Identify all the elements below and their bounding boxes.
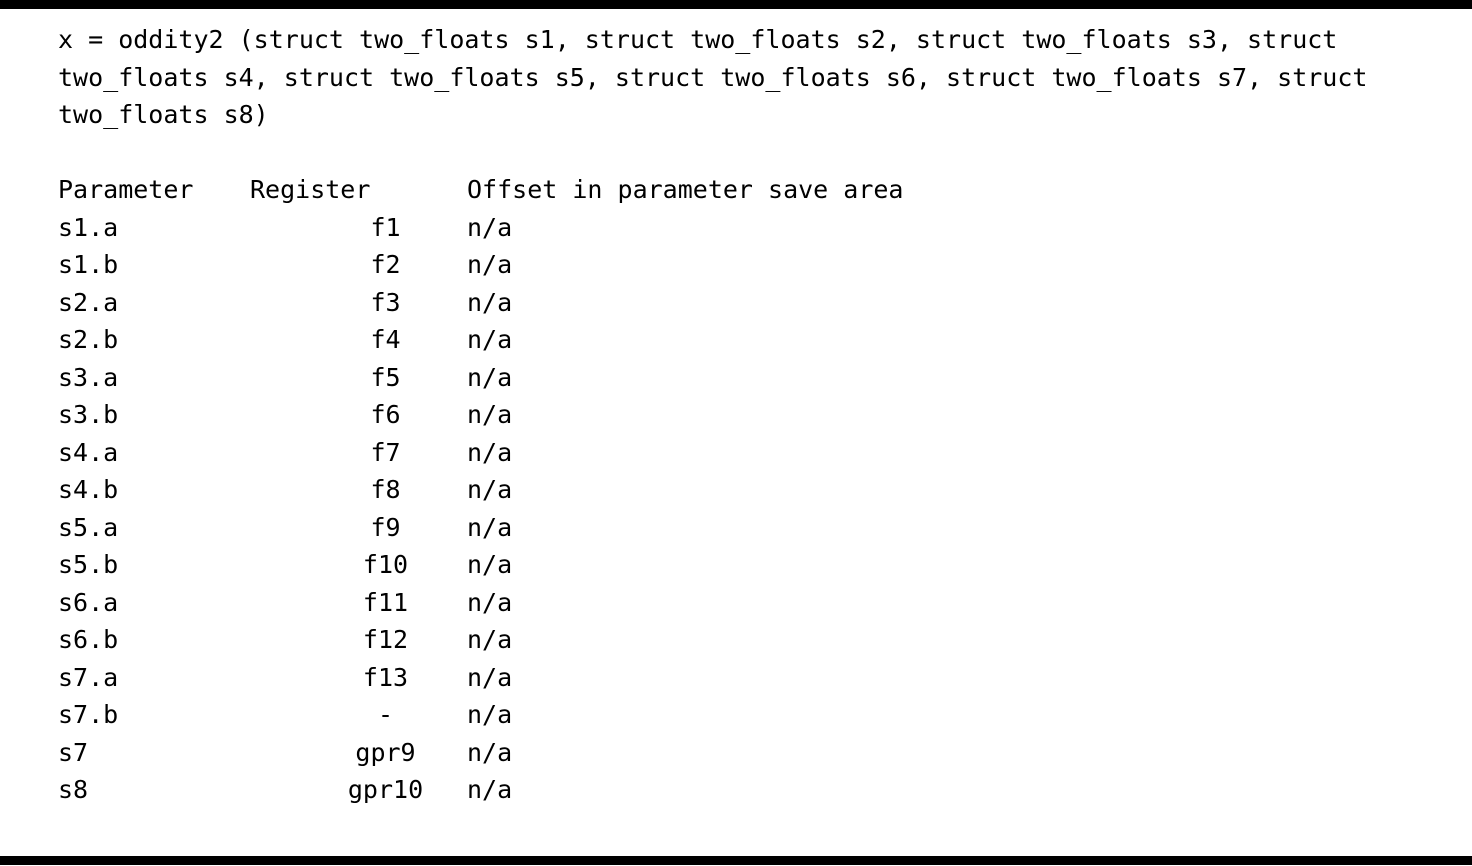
figure-bottom-rule [0, 856, 1472, 865]
parameter-cell: s5.a [58, 512, 119, 542]
table-header-row: Parameter Register Offset in parameter s… [58, 171, 1456, 209]
parameter-cell: s1.b [58, 250, 119, 279]
offset-cell: n/a [467, 700, 513, 729]
offset-cell: n/a [467, 475, 513, 504]
table-row: s1.b f2 n/a [58, 246, 1456, 284]
parameter-cell: s3.b [58, 400, 119, 429]
column-header-register: Register [250, 175, 371, 204]
parameter-cell: s2.a [58, 287, 119, 317]
table-row: s8 gpr10 n/a [58, 771, 1456, 809]
code-line: two_floats s8) [58, 100, 269, 129]
parameter-cell: s6.a [58, 587, 119, 617]
register-cell: - [377, 700, 394, 729]
parameter-cell: s3.a [58, 362, 119, 392]
code-line: two_floats s4, struct two_floats s5, str… [58, 62, 1368, 92]
register-cell: f5 [370, 362, 401, 392]
table-row: s7.b - n/a [58, 696, 1456, 734]
table-row: s4.a f7 n/a [58, 434, 1456, 472]
offset-cell: n/a [467, 550, 513, 579]
table-row: s6.b f12 n/a [58, 621, 1456, 659]
offset-cell: n/a [467, 400, 513, 429]
column-header-offset: Offset in parameter save area [467, 175, 904, 204]
register-cell: f1 [370, 212, 401, 242]
table-row: s4.b f8 n/a [58, 471, 1456, 509]
table-row: s2.b f4 n/a [58, 321, 1456, 359]
register-cell: f13 [362, 662, 409, 692]
table-row: s3.b f6 n/a [58, 396, 1456, 434]
parameter-cell: s2.b [58, 325, 119, 354]
offset-cell: n/a [467, 662, 513, 692]
table-row: s7 gpr9 n/a [58, 734, 1456, 772]
offset-cell: n/a [467, 737, 513, 767]
register-cell: f12 [362, 625, 409, 654]
table-row: s2.a f3 n/a [58, 284, 1456, 322]
register-cell: f11 [362, 587, 409, 617]
register-cell: gpr10 [347, 775, 424, 804]
code-signature-block: x = oddity2 (struct two_floats s1, struc… [58, 21, 1456, 134]
figure-top-rule [0, 0, 1472, 9]
register-cell: f7 [370, 437, 401, 467]
table-row: s1.a f1 n/a [58, 209, 1456, 247]
parameter-cell: s7 [58, 737, 89, 767]
parameter-cell: s5.b [58, 550, 119, 579]
offset-cell: n/a [467, 437, 513, 467]
offset-cell: n/a [467, 287, 513, 317]
register-cell: gpr9 [355, 737, 416, 767]
code-line: x = oddity2 (struct two_floats s1, struc… [58, 25, 1338, 54]
register-cell: f9 [370, 512, 401, 542]
register-cell: f6 [370, 400, 401, 429]
offset-cell: n/a [467, 362, 513, 392]
column-header-parameter: Parameter [58, 175, 194, 204]
parameter-cell: s1.a [58, 212, 119, 242]
table-row: s6.a f11 n/a [58, 584, 1456, 622]
offset-cell: n/a [467, 625, 513, 654]
parameter-cell: s7.b [58, 700, 119, 729]
offset-cell: n/a [467, 325, 513, 354]
register-cell: f4 [370, 325, 401, 354]
offset-cell: n/a [467, 212, 513, 242]
offset-cell: n/a [467, 775, 513, 804]
offset-cell: n/a [467, 512, 513, 542]
table-row: s5.a f9 n/a [58, 509, 1456, 547]
table-row: s3.a f5 n/a [58, 359, 1456, 397]
parameter-cell: s6.b [58, 625, 119, 654]
table-row: s7.a f13 n/a [58, 659, 1456, 697]
parameter-cell: s4.b [58, 475, 119, 504]
table-row: s5.b f10 n/a [58, 546, 1456, 584]
offset-cell: n/a [467, 587, 513, 617]
register-cell: f8 [370, 475, 401, 504]
parameter-cell: s8 [58, 775, 89, 804]
offset-cell: n/a [467, 250, 513, 279]
parameter-cell: s4.a [58, 437, 119, 467]
register-cell: f3 [370, 287, 401, 317]
figure-content: x = oddity2 (struct two_floats s1, struc… [58, 21, 1456, 809]
register-cell: f10 [362, 550, 409, 579]
parameter-cell: s7.a [58, 662, 119, 692]
parameter-passing-table: Parameter Register Offset in parameter s… [58, 171, 1456, 809]
register-cell: f2 [370, 250, 401, 279]
